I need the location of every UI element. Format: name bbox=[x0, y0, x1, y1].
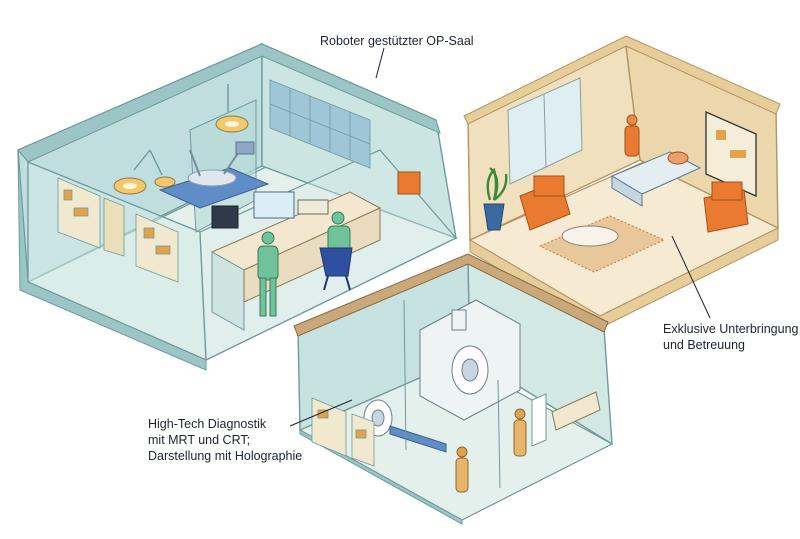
leader-diagnostik bbox=[289, 399, 353, 427]
operating-table bbox=[158, 141, 270, 209]
armchair-right bbox=[703, 181, 749, 233]
label-diagnostik: High-Tech Diagnostik mit MRT und CRT; Da… bbox=[148, 416, 302, 464]
op-cabinets bbox=[269, 79, 371, 169]
orange-cabinet bbox=[397, 171, 421, 195]
surgical-lamps bbox=[113, 84, 249, 195]
op-outer-frame bbox=[17, 149, 207, 371]
op-wall-panels bbox=[57, 177, 179, 283]
label-diagnostik-line1: High-Tech Diagnostik bbox=[148, 417, 267, 431]
patient-room bbox=[463, 35, 781, 329]
pr-front-edge bbox=[469, 227, 779, 329]
leader-op-saal bbox=[375, 47, 385, 79]
hospital-bed bbox=[610, 151, 702, 207]
surgeon-standing bbox=[257, 231, 279, 317]
leader-unterbringung bbox=[671, 235, 711, 319]
dx-door bbox=[531, 393, 547, 447]
dx-workstation bbox=[551, 391, 601, 431]
diagnostics-room bbox=[293, 253, 614, 525]
dx-wall-panels bbox=[311, 397, 375, 467]
surgeon-seated bbox=[319, 211, 353, 291]
nurse bbox=[624, 114, 640, 157]
pr-wall-top bbox=[463, 35, 781, 125]
dx-staff-right bbox=[513, 408, 527, 457]
coffee-table bbox=[561, 225, 619, 247]
potted-plant bbox=[483, 167, 508, 231]
mrt-scanner bbox=[419, 299, 521, 421]
label-unterbringung: Exklusive Unterbringung und Betreuung bbox=[663, 321, 799, 353]
label-op-saal-text: Roboter gestützter OP-Saal bbox=[320, 34, 474, 48]
label-unterbringung-line2: und Betreuung bbox=[663, 338, 746, 352]
label-diagnostik-line2: mit MRT und CRT; bbox=[148, 433, 251, 447]
label-unterbringung-line1: Exklusive Unterbringung bbox=[663, 322, 799, 336]
dx-wall-top bbox=[293, 253, 609, 337]
label-op-saal: Roboter gestützter OP-Saal bbox=[320, 33, 474, 49]
armchair-left bbox=[519, 175, 571, 231]
dx-staff-left bbox=[455, 446, 469, 493]
op-saal-room bbox=[17, 42, 458, 371]
label-diagnostik-line3: Darstellung mit Holographie bbox=[148, 449, 303, 463]
